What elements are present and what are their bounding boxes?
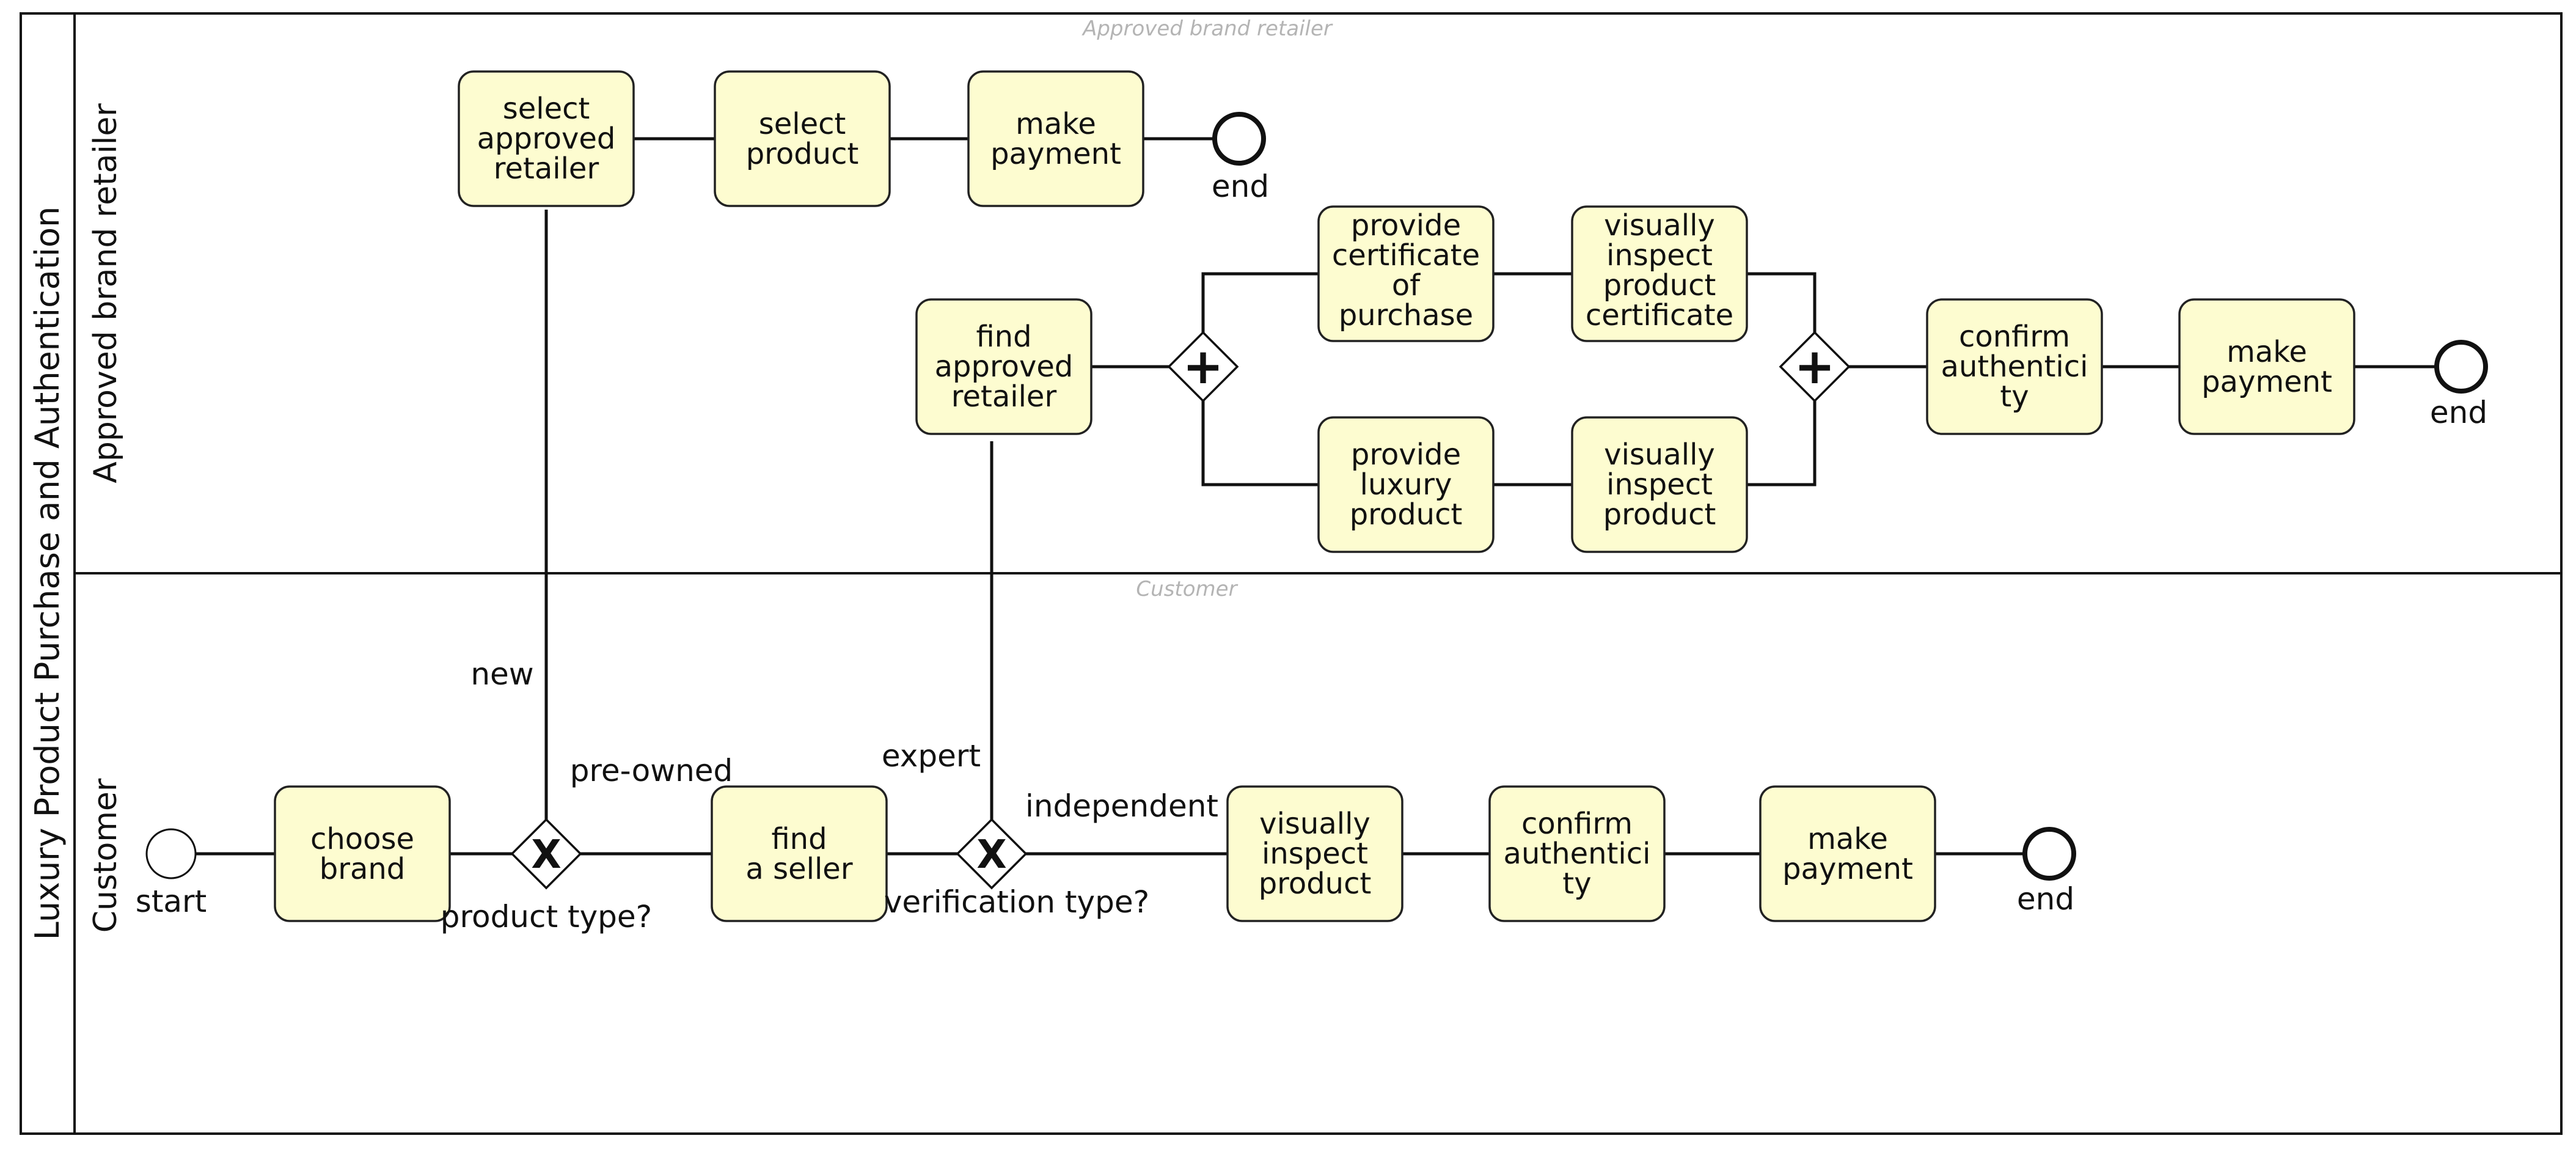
end-event-label-customer: end bbox=[2017, 881, 2074, 917]
sequence-flows bbox=[185, 137, 2435, 856]
parallel-gateway-icon: + bbox=[1182, 338, 1223, 395]
events: start end end end bbox=[136, 112, 2488, 919]
gateway-label-product-type: product type? bbox=[441, 899, 652, 934]
flow-label-new: new bbox=[470, 656, 533, 692]
gateway-product-type[interactable]: X bbox=[510, 818, 582, 890]
gateway-label-verification-type: verification type? bbox=[884, 884, 1149, 920]
end-event-label-retail-expert: end bbox=[2430, 395, 2487, 430]
flow-label-expert: expert bbox=[882, 738, 981, 774]
gateway-parallel-split[interactable]: + bbox=[1167, 331, 1239, 403]
flow-labels: new pre-owned expert independent bbox=[470, 656, 1218, 824]
end-event-retail-new[interactable] bbox=[1212, 112, 1266, 166]
flow-inspect-product-to-join bbox=[1747, 401, 1817, 486]
start-event[interactable] bbox=[145, 828, 197, 879]
flow-label-pre-owned: pre-owned bbox=[570, 753, 733, 788]
flow-split-to-certificate bbox=[1201, 272, 1319, 332]
lane-title-retailer: Approved brand retailer bbox=[87, 103, 124, 483]
flow-label-independent: independent bbox=[1025, 788, 1218, 824]
pool: Luxury Product Purchase and Authenticati… bbox=[20, 12, 2563, 1135]
flow-inspect-certificate-to-join bbox=[1747, 272, 1817, 332]
gateways: X product type? X verification type? + + bbox=[441, 331, 1851, 934]
lane-watermark-customer: Customer bbox=[1136, 577, 1238, 601]
flow-split-to-luxury-product bbox=[1201, 401, 1319, 486]
pool-title: Luxury Product Purchase and Authenticati… bbox=[28, 207, 67, 941]
lane-watermark-retailer: Approved brand retailer bbox=[1081, 17, 1333, 41]
end-event-retail-expert[interactable] bbox=[2434, 340, 2488, 394]
exclusive-gateway-icon: X bbox=[531, 832, 561, 878]
end-event-customer[interactable] bbox=[2022, 827, 2076, 881]
parallel-gateway-icon: + bbox=[1794, 338, 1835, 395]
lane-title-customer: Customer bbox=[87, 778, 124, 933]
exclusive-gateway-icon: X bbox=[976, 832, 1006, 878]
end-event-label-retail-new: end bbox=[1212, 169, 1269, 204]
gateway-parallel-join[interactable]: + bbox=[1779, 331, 1851, 403]
gateway-verification-type[interactable]: X bbox=[956, 818, 1028, 890]
start-event-label: start bbox=[136, 884, 207, 919]
